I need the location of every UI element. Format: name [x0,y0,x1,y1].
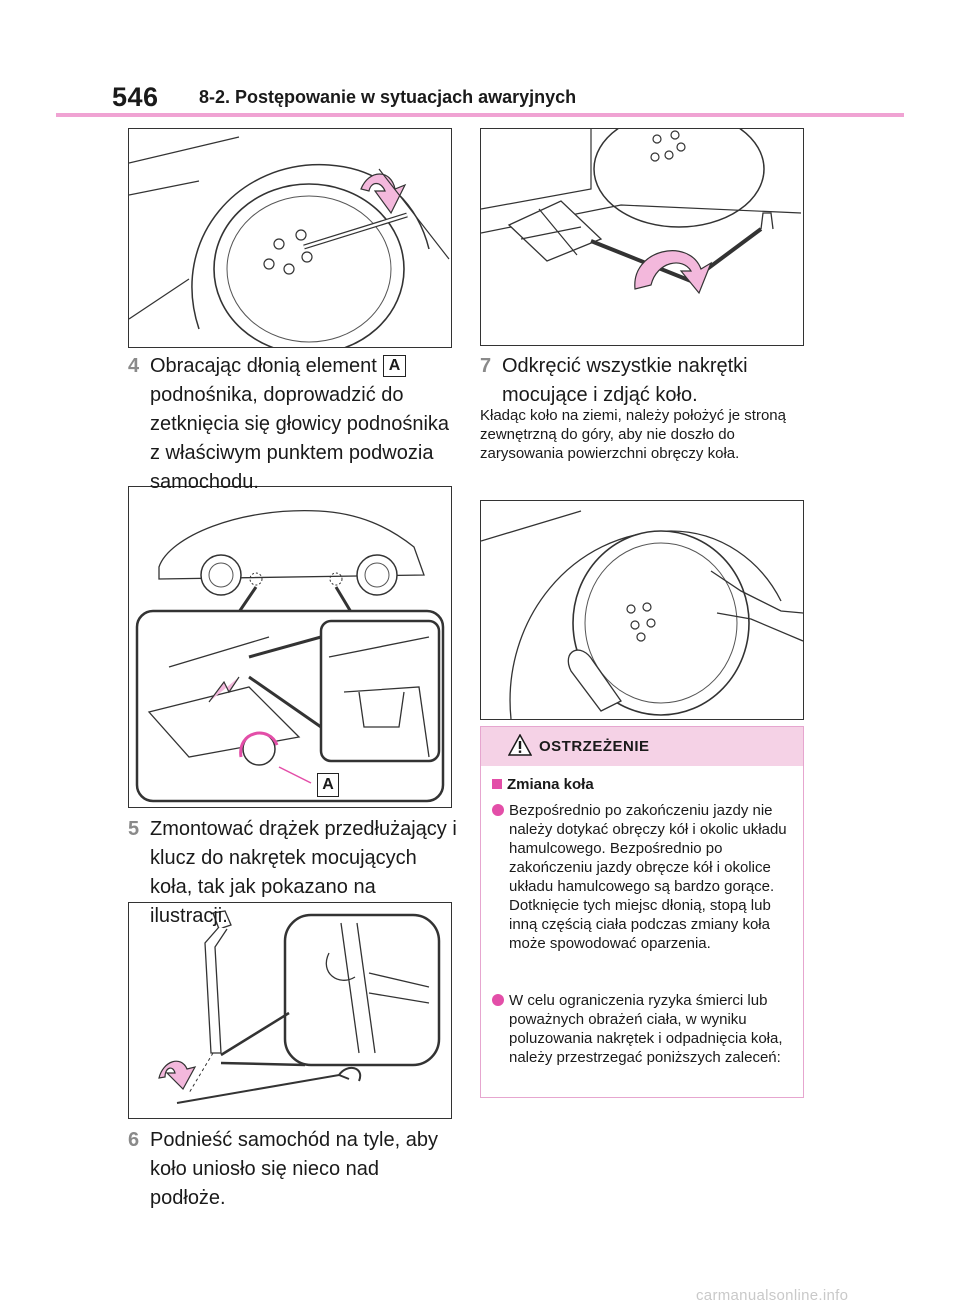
step-4-text: Obracając dłonią element [150,355,377,377]
lift-car-illustration [481,129,802,295]
callout-label-a: A [317,773,339,797]
page-number: 546 [112,82,159,112]
step-7-text: Odkręcić wszystkie nakrętki mocujące i z… [502,355,748,406]
warning-subtitle: Zmiana koła [507,776,594,793]
figure-remove-wheel [480,500,804,720]
step-number: 4 [128,355,140,377]
step-6-text: Podnieść samochód na tyle, aby koło unio… [150,1129,438,1209]
loosen-nuts-illustration [129,136,450,347]
section-title: 8-2. Postępowanie w sytuacjach awaryjnyc… [199,87,577,107]
step-6: 6 Podnieść samochód na tyle, aby koło un… [128,1126,458,1213]
figure-assemble-wrench [128,902,452,1119]
step-5-text: Zmontować drążek przedłużający i klucz d… [150,818,457,927]
square-bullet-icon [492,779,502,789]
warning-bullet: W celu ograniczenia ryzyka śmierci lub p… [492,991,796,1067]
watermark: carmanualsonline.info [696,1287,849,1304]
assemble-wrench-illustration [158,910,441,1104]
warning-bullet-text: W celu ograniczenia ryzyka śmierci lub p… [509,992,783,1066]
warning-bullet: Bezpośrednio po zakończeniu jazdy nie na… [492,801,796,953]
step-number: 7 [480,355,492,377]
wheel-placement-note: Kładąc koło na ziemi, należy położyć je … [480,407,786,462]
figure-lift-car [480,128,804,346]
step-4-text-cont: podnośnika, doprowadzić do zetknięcia si… [150,384,450,493]
warning-subtitle-row: Zmiana koła [492,776,594,793]
step-7: 7 Odkręcić wszystkie nakrętki mocujące i… [480,352,802,410]
step-number: 5 [128,818,140,840]
warning-box: OSTRZEŻENIE Zmiana koła Bezpośrednio po … [480,726,804,1098]
round-bullet-icon [492,804,504,816]
step-number: 6 [128,1129,140,1151]
warning-title: OSTRZEŻENIE [539,738,650,755]
figure-loosen-nuts [128,128,452,348]
round-bullet-icon [492,994,504,1006]
header-rule [56,113,904,117]
remove-wheel-illustration [481,510,803,719]
warning-header: OSTRZEŻENIE [481,727,803,766]
step-5: 5 Zmontować drążek przedłużający i klucz… [128,815,458,931]
warning-triangle-icon [508,734,532,756]
warning-bullet-text: Bezpośrednio po zakończeniu jazdy nie na… [509,802,787,952]
figure-jack-position: A [128,486,452,808]
jack-position-illustration [135,510,445,803]
label-a-marker: A [382,355,407,377]
